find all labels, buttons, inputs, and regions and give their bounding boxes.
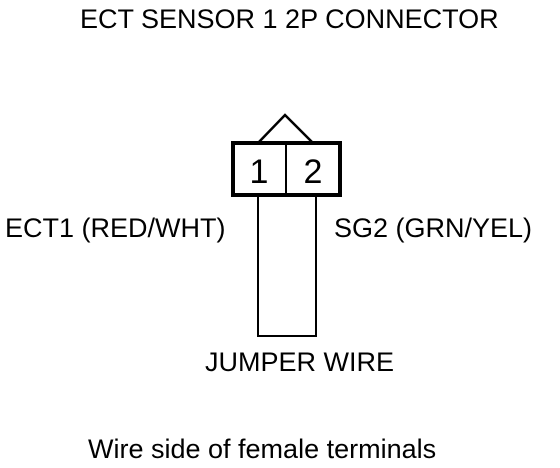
jumper-wire-label: JUMPER WIRE (205, 347, 394, 377)
terminal-1-number: 1 (250, 153, 269, 191)
diagram-title: ECT SENSOR 1 2P CONNECTOR (80, 4, 499, 34)
ect1-wire-label: ECT1 (RED/WHT) (5, 213, 226, 243)
connector-lock-tab (257, 113, 314, 144)
diagram-caption: Wire side of female terminals (88, 434, 437, 464)
jumper-wire (257, 195, 317, 337)
sg2-wire-label: SG2 (GRN/YEL) (334, 213, 533, 243)
terminal-2-number: 2 (304, 153, 323, 191)
